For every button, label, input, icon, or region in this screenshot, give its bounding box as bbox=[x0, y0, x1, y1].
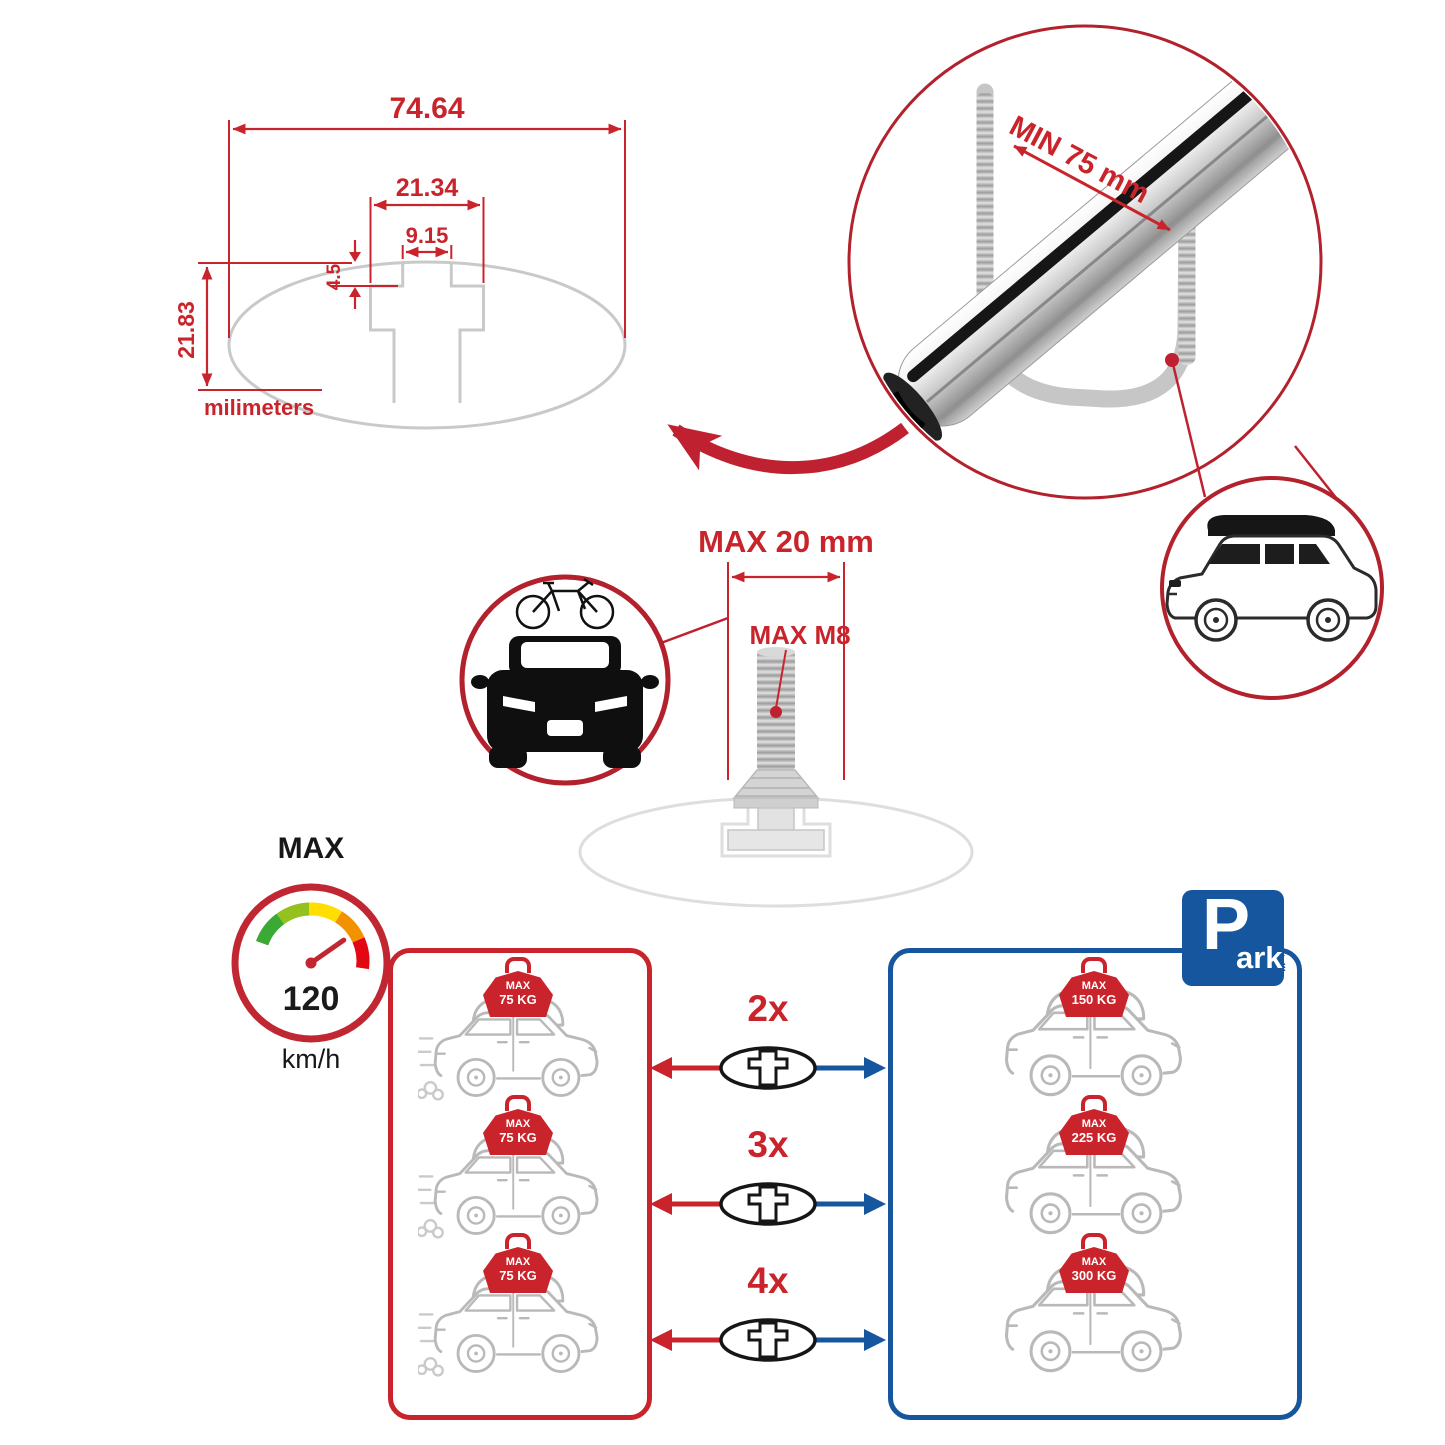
gauge-needle bbox=[308, 937, 347, 966]
crossbar-option-icon bbox=[650, 1046, 886, 1090]
mounting-bolt-figure: MAX 20 mm MAX M8 bbox=[578, 524, 974, 908]
speed-value: 120 bbox=[283, 980, 340, 1018]
technical-diagram-art: 74.64 21.34 9.15 4.5 21.83 milimeters bbox=[173, 24, 1384, 908]
tag-load-value: 75 KG bbox=[499, 991, 537, 1007]
tag-load-value: 300 KG bbox=[1071, 1267, 1117, 1283]
dim-slot-width: 21.34 bbox=[396, 174, 459, 202]
left-arrow-icon bbox=[650, 1057, 672, 1079]
dim-height: 21.83 bbox=[173, 301, 199, 359]
faint-t-slot bbox=[720, 798, 832, 858]
callout-line bbox=[1170, 359, 1207, 498]
driving-car-row: MAX 75 KG bbox=[393, 957, 647, 1111]
quantity-label: 3x bbox=[747, 1124, 789, 1165]
profile-ellipse bbox=[227, 260, 627, 430]
t-slot-profile-icon bbox=[747, 1185, 789, 1223]
dim-opening-width: 9.15 bbox=[406, 223, 449, 248]
load-tag: MAX 75 KG bbox=[483, 957, 553, 1017]
tag-max-label: MAX bbox=[505, 980, 531, 993]
hook-icon bbox=[505, 1095, 531, 1111]
extension-lines bbox=[198, 120, 626, 391]
tag-max-label: MAX bbox=[1081, 980, 1107, 993]
hook-icon bbox=[505, 1233, 531, 1249]
left-arrow-icon bbox=[650, 1329, 672, 1351]
left-arrow-icon bbox=[650, 1193, 672, 1215]
tag-load-value: 225 KG bbox=[1071, 1129, 1117, 1145]
max-width-label: MAX 20 mm bbox=[698, 524, 874, 559]
load-tag: MAX 75 KG bbox=[483, 1233, 553, 1293]
parked-car-row: MAX 300 KG bbox=[893, 1233, 1297, 1387]
park-sign-suffix: ark bbox=[1236, 940, 1283, 975]
load-tag: MAX 75 KG bbox=[483, 1095, 553, 1155]
right-arrow-icon bbox=[864, 1193, 886, 1215]
bolt-extension-lines bbox=[727, 562, 845, 780]
hook-icon bbox=[1081, 1095, 1107, 1111]
load-tag: MAX 225 KG bbox=[1059, 1095, 1129, 1155]
bolt-cone bbox=[732, 769, 820, 799]
tag-load-value: 75 KG bbox=[499, 1129, 537, 1145]
suv-roofbox-circle bbox=[1160, 476, 1384, 700]
suv-roofbox-icon bbox=[1165, 515, 1378, 642]
load-tag: MAX 150 KG bbox=[1059, 957, 1129, 1017]
t-slot-right-edge bbox=[449, 262, 485, 403]
pointer-arrow-icon bbox=[667, 422, 909, 475]
tag-load-value: 150 KG bbox=[1071, 991, 1117, 1007]
speed-unit-label: km/h bbox=[281, 1044, 341, 1074]
tag-max-label: MAX bbox=[505, 1118, 531, 1131]
right-arrow-icon bbox=[864, 1329, 886, 1351]
quantity-label: 2x bbox=[747, 988, 789, 1029]
crossbar-detail-circle: MIN 75 mm bbox=[847, 24, 1323, 500]
car-front-icon bbox=[471, 636, 659, 768]
speed-max-label: MAX bbox=[277, 832, 345, 865]
arrow-down-icon bbox=[349, 252, 361, 262]
crossbar-option-icon bbox=[650, 1182, 886, 1226]
tag-max-label: MAX bbox=[1081, 1118, 1107, 1131]
t-slot-profile-icon bbox=[747, 1049, 789, 1087]
quantity-label: 4x bbox=[747, 1260, 789, 1301]
parked-load-panel: MAX 150 KG MAX 225 KG MAX 300 KG bbox=[888, 948, 1302, 1420]
arrow-up-icon bbox=[349, 287, 361, 297]
min-spacing-arrow bbox=[1013, 144, 1171, 232]
threaded-post-left bbox=[976, 92, 994, 307]
thread-dot bbox=[770, 706, 782, 718]
t-slot-left-edge bbox=[369, 262, 405, 403]
crossbar-quantity-row: 3x bbox=[648, 1124, 888, 1234]
parked-car-row: MAX 225 KG bbox=[893, 1095, 1297, 1249]
dimension-lines bbox=[201, 123, 622, 387]
t-head bbox=[727, 829, 825, 851]
crossbar-quantity-row: 2x bbox=[648, 988, 888, 1098]
tag-load-value: 75 KG bbox=[499, 1267, 537, 1283]
hook-icon bbox=[1081, 957, 1107, 973]
hook-icon bbox=[505, 957, 531, 973]
tag-max-label: MAX bbox=[505, 1256, 531, 1269]
right-arrow-icon bbox=[864, 1057, 886, 1079]
load-tag: MAX 300 KG bbox=[1059, 1233, 1129, 1293]
leader-line bbox=[660, 616, 729, 645]
driving-car-row: MAX 75 KG bbox=[393, 1095, 647, 1249]
park-sign-letter: P bbox=[1202, 885, 1251, 965]
dim-total-width: 74.64 bbox=[389, 92, 464, 125]
bike-icon bbox=[515, 577, 615, 630]
threaded-post-right bbox=[1178, 210, 1196, 365]
units-label: milimeters bbox=[204, 395, 314, 420]
speedometer-icon: 120 bbox=[231, 883, 391, 1043]
t-slot-profile-icon bbox=[747, 1321, 789, 1359]
crossbar-option-icon bbox=[650, 1318, 886, 1362]
parked-car-row: MAX 150 KG bbox=[893, 957, 1297, 1111]
hook-icon bbox=[1081, 1233, 1107, 1249]
crossbar-cross-section-figure: 74.64 21.34 9.15 4.5 21.83 milimeters bbox=[173, 92, 627, 430]
tag-max-label: MAX bbox=[1081, 1256, 1107, 1269]
crossbar-quantity-row: 4x bbox=[648, 1260, 888, 1370]
dim-lip-depth: 4.5 bbox=[324, 263, 345, 290]
bike-car-circle bbox=[459, 574, 729, 786]
driving-load-panel: MAX 75 KG MAX 75 KG MAX 75 KG bbox=[388, 948, 652, 1420]
park-sign: P ark bbox=[1182, 885, 1284, 986]
driving-car-row: MAX 75 KG bbox=[393, 1233, 647, 1387]
max-thread-label: MAX M8 bbox=[749, 620, 850, 650]
thread-leader-line bbox=[775, 649, 787, 709]
